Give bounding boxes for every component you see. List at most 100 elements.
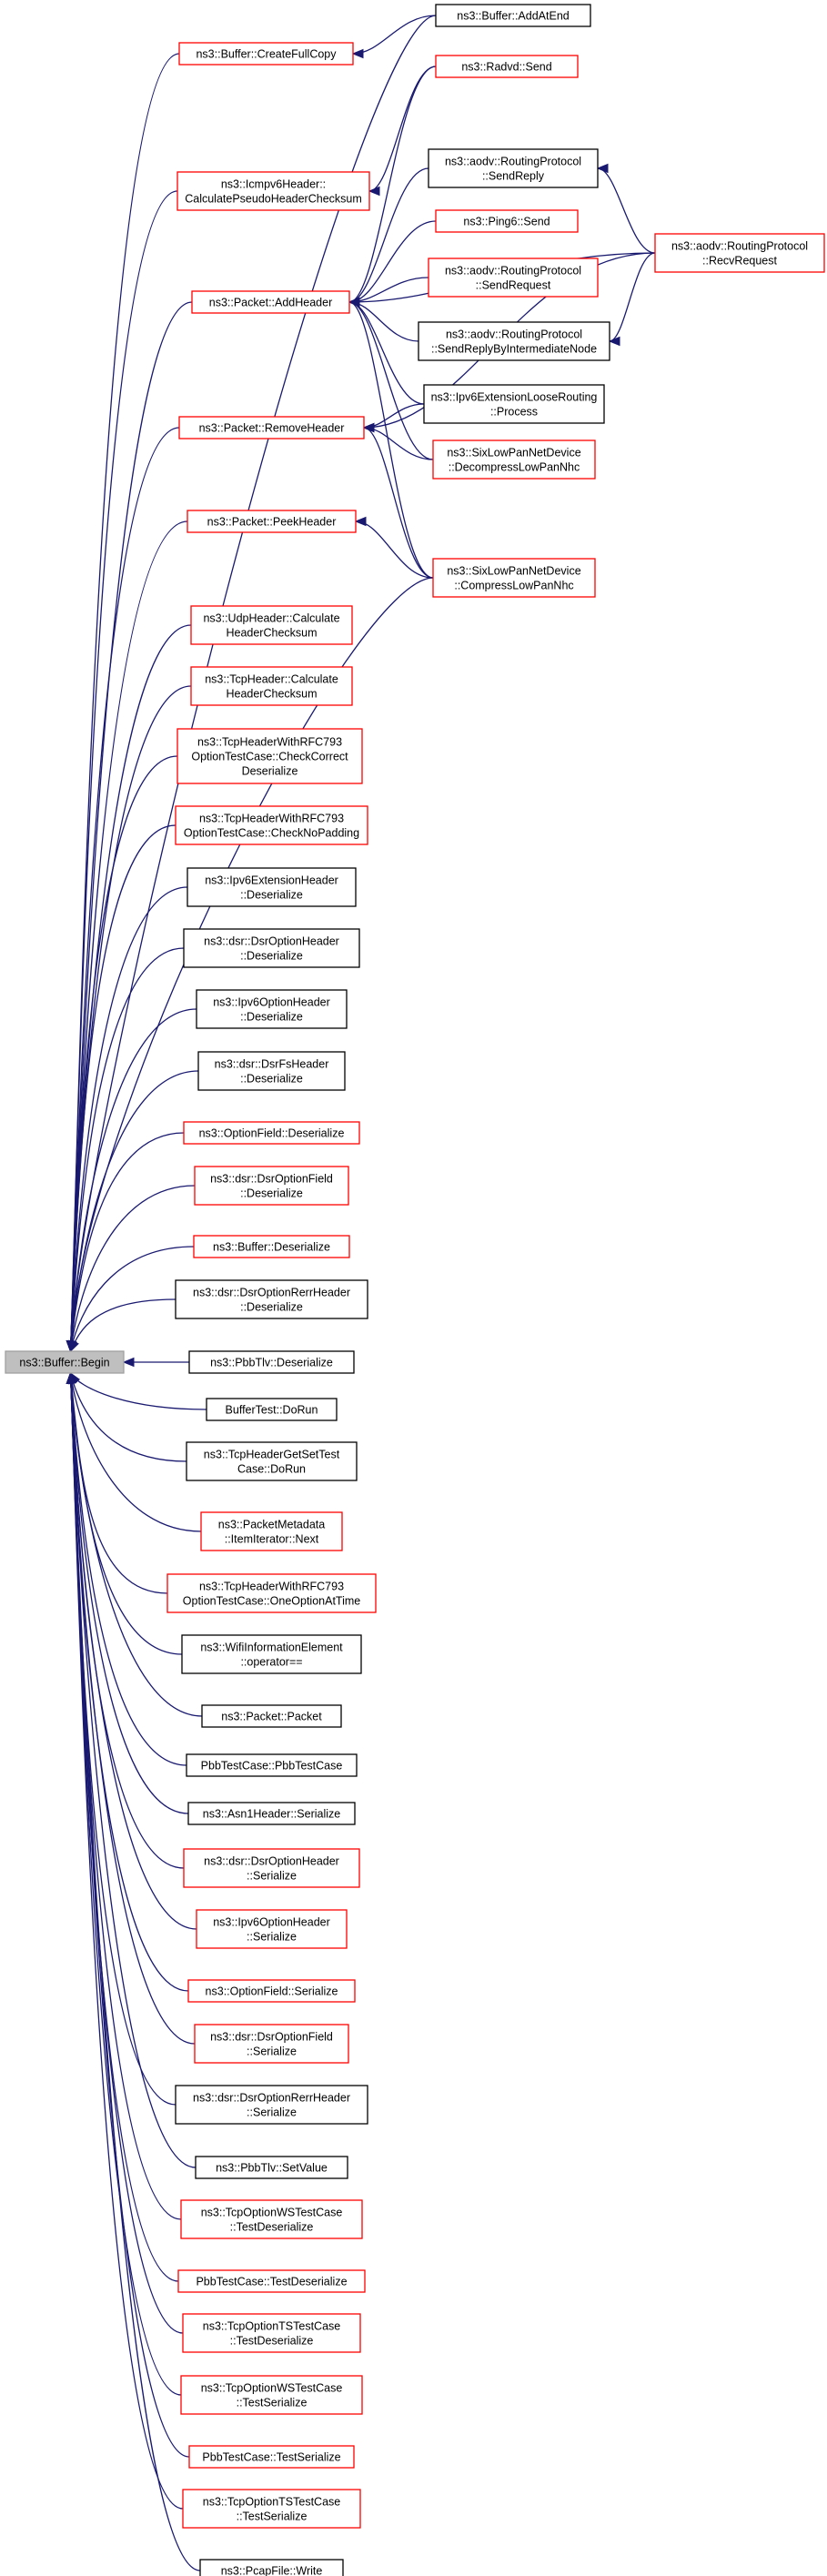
edge-addatend-to-createfullcopy bbox=[351, 15, 437, 59]
node-addheader[interactable]: ns3::Packet::AddHeader bbox=[191, 290, 350, 314]
node-box bbox=[435, 209, 579, 233]
node-label-line: ns3::Ping6::Send bbox=[463, 216, 550, 228]
node-buffertest[interactable]: BufferTest::DoRun bbox=[206, 1398, 338, 1421]
node-label-line: PbbTestCase::PbbTestCase bbox=[201, 1760, 343, 1773]
node-box bbox=[435, 55, 579, 78]
node-decompress[interactable]: ns3::SixLowPanNetDevice::DecompressLowPa… bbox=[432, 439, 596, 480]
node-label-line: ns3::Packet::PeekHeader bbox=[207, 516, 337, 529]
node-sendreply[interactable]: ns3::aodv::RoutingProtocol::SendReply bbox=[428, 148, 599, 188]
node-dsroptfieldser[interactable]: ns3::dsr::DsrOptionField::Serialize bbox=[194, 2024, 349, 2064]
edge-buffertest-to-begin bbox=[69, 1371, 207, 1410]
node-box bbox=[181, 1634, 362, 1674]
node-ipv6extdes[interactable]: ns3::Ipv6ExtensionHeader::Deserialize bbox=[187, 867, 357, 907]
node-label-line: ns3::WifiInformationElement bbox=[200, 1642, 343, 1654]
node-pcapwrite[interactable]: ns3::PcapFile::Write bbox=[199, 2559, 344, 2576]
node-box bbox=[193, 1235, 350, 1258]
node-dsroptdes[interactable]: ns3::dsr::DsrOptionHeader::Deserialize bbox=[183, 928, 360, 968]
node-label-line: ns3::Asn1Header::Serialize bbox=[203, 1808, 341, 1821]
node-label-line: ::Serialize bbox=[247, 2106, 297, 2119]
node-box bbox=[194, 2024, 349, 2064]
node-pbbtestcase[interactable]: PbbTestCase::PbbTestCase bbox=[186, 1753, 358, 1777]
node-ipv6optser[interactable]: ns3::Ipv6OptionHeader::Serialize bbox=[196, 1909, 348, 1949]
node-label-line: HeaderChecksum bbox=[226, 688, 317, 701]
node-pbbsetvalue[interactable]: ns3::PbbTlv::SetValue bbox=[195, 2156, 348, 2179]
node-ping6[interactable]: ns3::Ping6::Send bbox=[435, 209, 579, 233]
node-label-line: ::TestSerialize bbox=[237, 2397, 308, 2409]
node-dsroptser[interactable]: ns3::dsr::DsrOptionHeader::Serialize bbox=[183, 1848, 360, 1888]
node-label-line: ns3::dsr::DsrFsHeader bbox=[215, 1058, 329, 1071]
node-sendrequest[interactable]: ns3::aodv::RoutingProtocol::SendRequest bbox=[428, 258, 599, 298]
node-label-line: HeaderChecksum bbox=[226, 627, 317, 640]
node-label-line: ns3::Ipv6ExtensionLooseRouting bbox=[431, 391, 598, 404]
node-icmpv6[interactable]: ns3::Icmpv6Header::CalculatePseudoHeader… bbox=[176, 171, 370, 211]
node-ipv6loose[interactable]: ns3::Ipv6ExtensionLooseRouting::Process bbox=[423, 384, 605, 424]
node-recvrequest[interactable]: ns3::aodv::RoutingProtocol::RecvRequest bbox=[654, 233, 825, 273]
node-box bbox=[206, 1398, 338, 1421]
edges-layer bbox=[66, 15, 656, 2571]
node-label-line: ::SendReplyByIntermediateNode bbox=[431, 343, 597, 356]
node-dsrrerrser[interactable]: ns3::dsr::DsrOptionRerrHeader::Serialize bbox=[175, 2085, 368, 2125]
node-label-line: ::Deserialize bbox=[240, 1073, 303, 1086]
node-optfieldser[interactable]: ns3::OptionField::Serialize bbox=[187, 1979, 356, 2003]
node-box bbox=[187, 1802, 356, 1825]
node-radvdsend[interactable]: ns3::Radvd::Send bbox=[435, 55, 579, 78]
node-box bbox=[200, 1511, 343, 1551]
node-label-line: PbbTestCase::TestDeserialize bbox=[196, 2276, 347, 2288]
node-label-line: OptionTestCase::CheckNoPadding bbox=[184, 827, 359, 840]
node-box bbox=[654, 233, 825, 273]
edge-removeheader-to-begin bbox=[66, 427, 180, 1353]
node-tcprfc2[interactable]: ns3::TcpHeaderWithRFC793OptionTestCase::… bbox=[175, 805, 368, 845]
node-tcpwsser[interactable]: ns3::TcpOptionWSTestCase::TestSerialize bbox=[180, 2375, 363, 2415]
node-pktmeta[interactable]: ns3::PacketMetadata::ItemIterator::Next bbox=[200, 1511, 343, 1551]
node-dsrrerrdes[interactable]: ns3::dsr::DsrOptionRerrHeader::Deseriali… bbox=[175, 1279, 368, 1319]
node-asn1[interactable]: ns3::Asn1Header::Serialize bbox=[187, 1802, 356, 1825]
node-box bbox=[183, 1121, 360, 1145]
node-label-line: ns3::PacketMetadata bbox=[218, 1519, 325, 1531]
edge-pbbtlvdes-to-begin bbox=[122, 1357, 189, 1368]
node-label-line: ::SendRequest bbox=[476, 279, 551, 292]
node-box bbox=[194, 1166, 349, 1206]
node-begin[interactable]: ns3::Buffer::Begin bbox=[5, 1350, 125, 1374]
node-tcptsser[interactable]: ns3::TcpOptionTSTestCase::TestSerialize bbox=[182, 2489, 361, 2529]
node-tcprfc3[interactable]: ns3::TcpHeaderWithRFC793OptionTestCase::… bbox=[166, 1573, 377, 1613]
node-tcpwsdes[interactable]: ns3::TcpOptionWSTestCase::TestDeserializ… bbox=[180, 2199, 363, 2239]
node-label-line: ::Deserialize bbox=[240, 950, 303, 963]
node-pbbtestdes[interactable]: PbbTestCase::TestDeserialize bbox=[177, 2269, 366, 2293]
node-tcprfc1[interactable]: ns3::TcpHeaderWithRFC793OptionTestCase::… bbox=[176, 728, 363, 784]
node-label-line: ::Deserialize bbox=[240, 889, 303, 902]
node-dsrfsdes[interactable]: ns3::dsr::DsrFsHeader::Deserialize bbox=[197, 1051, 346, 1091]
node-createfullcopy[interactable]: ns3::Buffer::CreateFullCopy bbox=[178, 42, 354, 66]
node-box bbox=[187, 867, 357, 907]
node-dsroptfielddes[interactable]: ns3::dsr::DsrOptionField::Deserialize bbox=[194, 1166, 349, 1206]
node-label-line: ns3::Packet::Packet bbox=[221, 1711, 322, 1723]
edge-recvrequest-to-sendreplyint bbox=[608, 252, 656, 347]
edge-ipv6loose-to-addheader bbox=[348, 297, 425, 405]
node-label-line: ::TestDeserialize bbox=[230, 2335, 314, 2348]
node-addatend[interactable]: ns3::Buffer::AddAtEnd bbox=[435, 4, 591, 27]
node-peekheader[interactable]: ns3::Packet::PeekHeader bbox=[187, 510, 357, 533]
edge-tcptsdes-to-begin bbox=[66, 1371, 184, 2334]
node-label-line: ::ItemIterator::Next bbox=[225, 1533, 319, 1546]
node-wifiinfo[interactable]: ns3::WifiInformationElement::operator== bbox=[181, 1634, 362, 1674]
node-sendreplyint[interactable]: ns3::aodv::RoutingProtocol::SendReplyByI… bbox=[418, 321, 610, 361]
node-label-line: ::Deserialize bbox=[240, 1187, 303, 1200]
node-label-line: ns3::dsr::DsrOptionRerrHeader bbox=[193, 1287, 350, 1299]
node-tcptsdes[interactable]: ns3::TcpOptionTSTestCase::TestDeserializ… bbox=[182, 2313, 361, 2353]
node-label-line: ns3::TcpHeaderWithRFC793 bbox=[199, 1581, 344, 1593]
node-ipv6optdes[interactable]: ns3::Ipv6OptionHeader::Deserialize bbox=[196, 989, 348, 1029]
node-compress[interactable]: ns3::SixLowPanNetDevice::CompressLowPanN… bbox=[432, 558, 596, 598]
node-box bbox=[175, 1279, 368, 1319]
node-packetpacket[interactable]: ns3::Packet::Packet bbox=[201, 1704, 342, 1728]
node-pbbtestser[interactable]: PbbTestCase::TestSerialize bbox=[188, 2445, 355, 2469]
node-label-line: ns3::TcpHeaderWithRFC793 bbox=[199, 813, 344, 825]
node-box bbox=[175, 805, 368, 845]
node-removeheader[interactable]: ns3::Packet::RemoveHeader bbox=[178, 416, 365, 439]
node-pbbtlvdes[interactable]: ns3::PbbTlv::Deserialize bbox=[188, 1350, 355, 1374]
node-bufferdes[interactable]: ns3::Buffer::Deserialize bbox=[193, 1235, 350, 1258]
edge-pcapwrite-to-begin bbox=[66, 1371, 201, 2571]
node-label-line: ns3::Radvd::Send bbox=[461, 61, 551, 74]
node-optfielddes[interactable]: ns3::OptionField::Deserialize bbox=[183, 1121, 360, 1145]
